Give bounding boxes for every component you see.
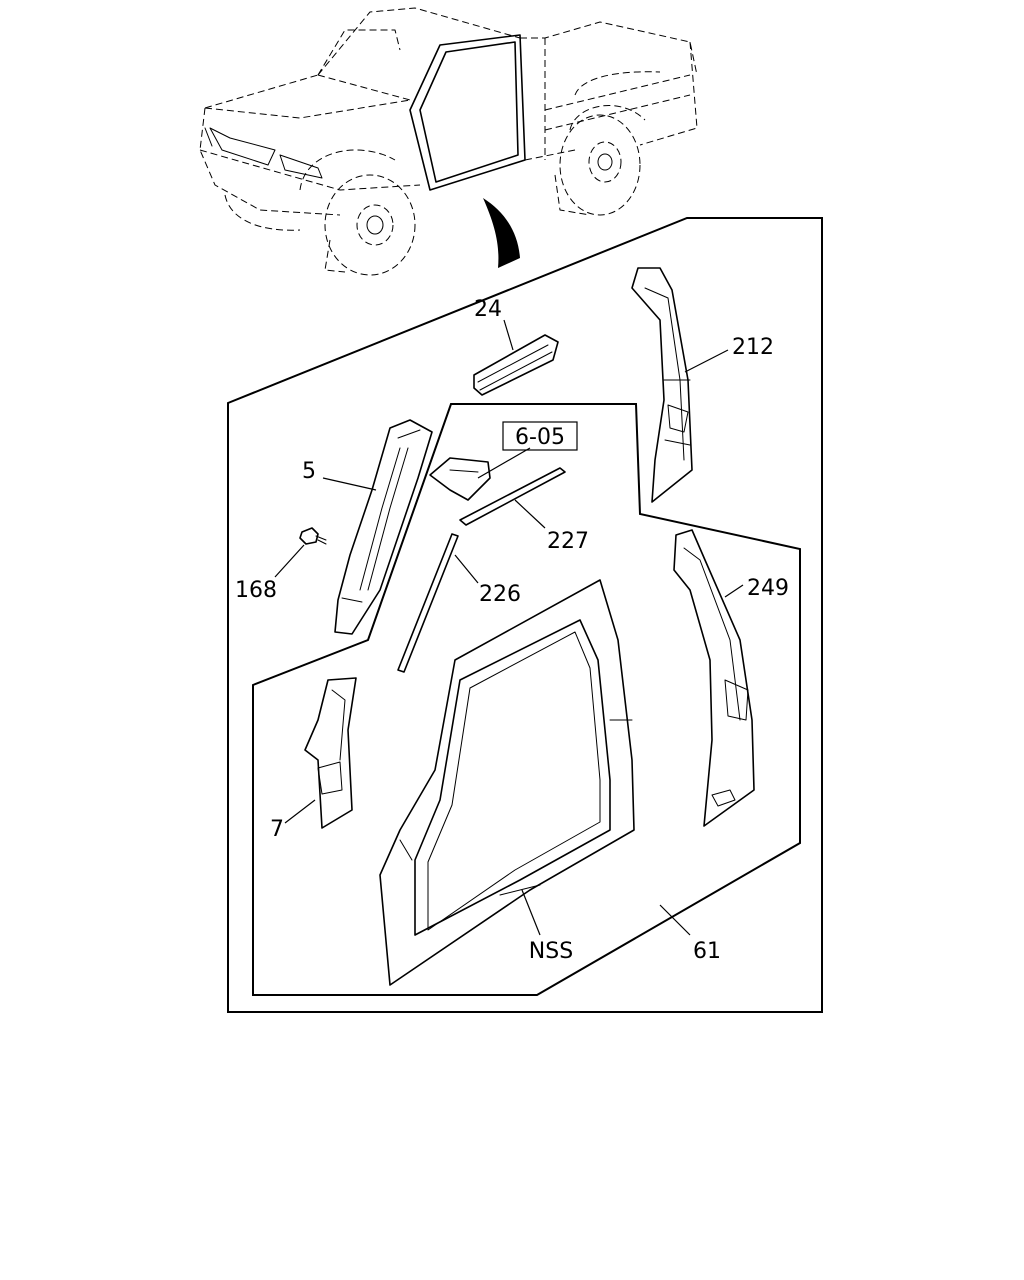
label-249: 249 (747, 576, 789, 601)
label-24: 24 (474, 297, 502, 322)
part-6-05-bracket (429, 457, 491, 501)
part-24-roof-rail (473, 334, 559, 396)
label-168: 168 (235, 578, 277, 603)
part-61-side-panel (379, 579, 635, 986)
part-212-rear-pillar (631, 267, 693, 503)
part-5-a-pillar (334, 419, 433, 635)
label-7: 7 (270, 817, 284, 842)
label-61: 61 (693, 939, 721, 964)
leader-lines (274, 319, 744, 936)
part-226-strip (397, 533, 459, 673)
label-6-05-box (502, 421, 578, 451)
part-249-b-pillar (673, 529, 755, 827)
label-212: 212 (732, 335, 774, 360)
label-5: 5 (302, 459, 316, 484)
label-6-05: 6-05 (515, 425, 565, 450)
part-227-strip (459, 467, 566, 526)
label-227: 227 (547, 529, 589, 554)
label-226: 226 (479, 582, 521, 607)
part-7-bracket (304, 677, 357, 829)
part-168-bolt (299, 527, 327, 545)
outer-detail-frame (227, 217, 823, 1013)
truck-illustration (199, 7, 698, 276)
label-nss: NSS (529, 939, 573, 964)
inner-detail-frame (252, 403, 801, 996)
